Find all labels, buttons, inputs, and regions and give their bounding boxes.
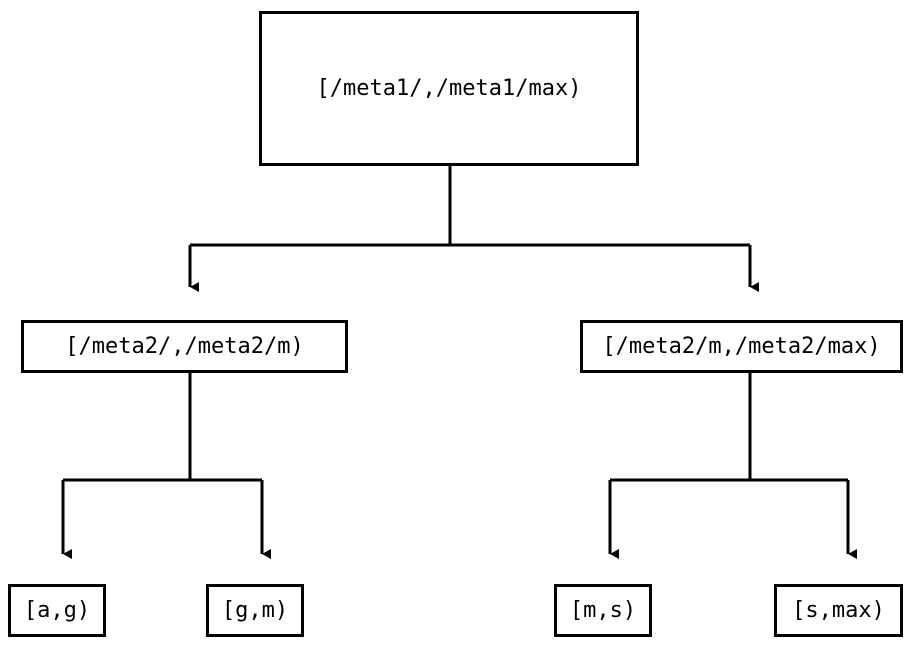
node-root-label: [/meta1/,/meta1/max) (316, 76, 582, 101)
node-leaf-a-g[interactable]: [a,g) (8, 584, 106, 637)
node-leaf-s-max[interactable]: [s,max) (774, 584, 903, 637)
node-root[interactable]: [/meta1/,/meta1/max) (259, 11, 639, 166)
connector-midright-to-leaves (608, 373, 857, 559)
node-mid-left-label: [/meta2/,/meta2/m) (65, 334, 304, 359)
connector-midleft-to-leaves (61, 373, 271, 559)
node-mid-right[interactable]: [/meta2/m,/meta2/max) (580, 320, 903, 373)
node-mid-left[interactable]: [/meta2/,/meta2/m) (21, 320, 348, 373)
node-leaf-g-m-label: [g,m) (221, 598, 289, 623)
node-mid-right-label: [/meta2/m,/meta2/max) (602, 334, 881, 359)
node-leaf-s-max-label: [s,max) (792, 598, 885, 623)
connector-root-to-level2 (188, 166, 759, 292)
node-leaf-g-m[interactable]: [g,m) (206, 584, 304, 637)
node-leaf-m-s[interactable]: [m,s) (554, 584, 652, 637)
node-leaf-m-s-label: [m,s) (569, 598, 637, 623)
node-leaf-a-g-label: [a,g) (23, 598, 91, 623)
